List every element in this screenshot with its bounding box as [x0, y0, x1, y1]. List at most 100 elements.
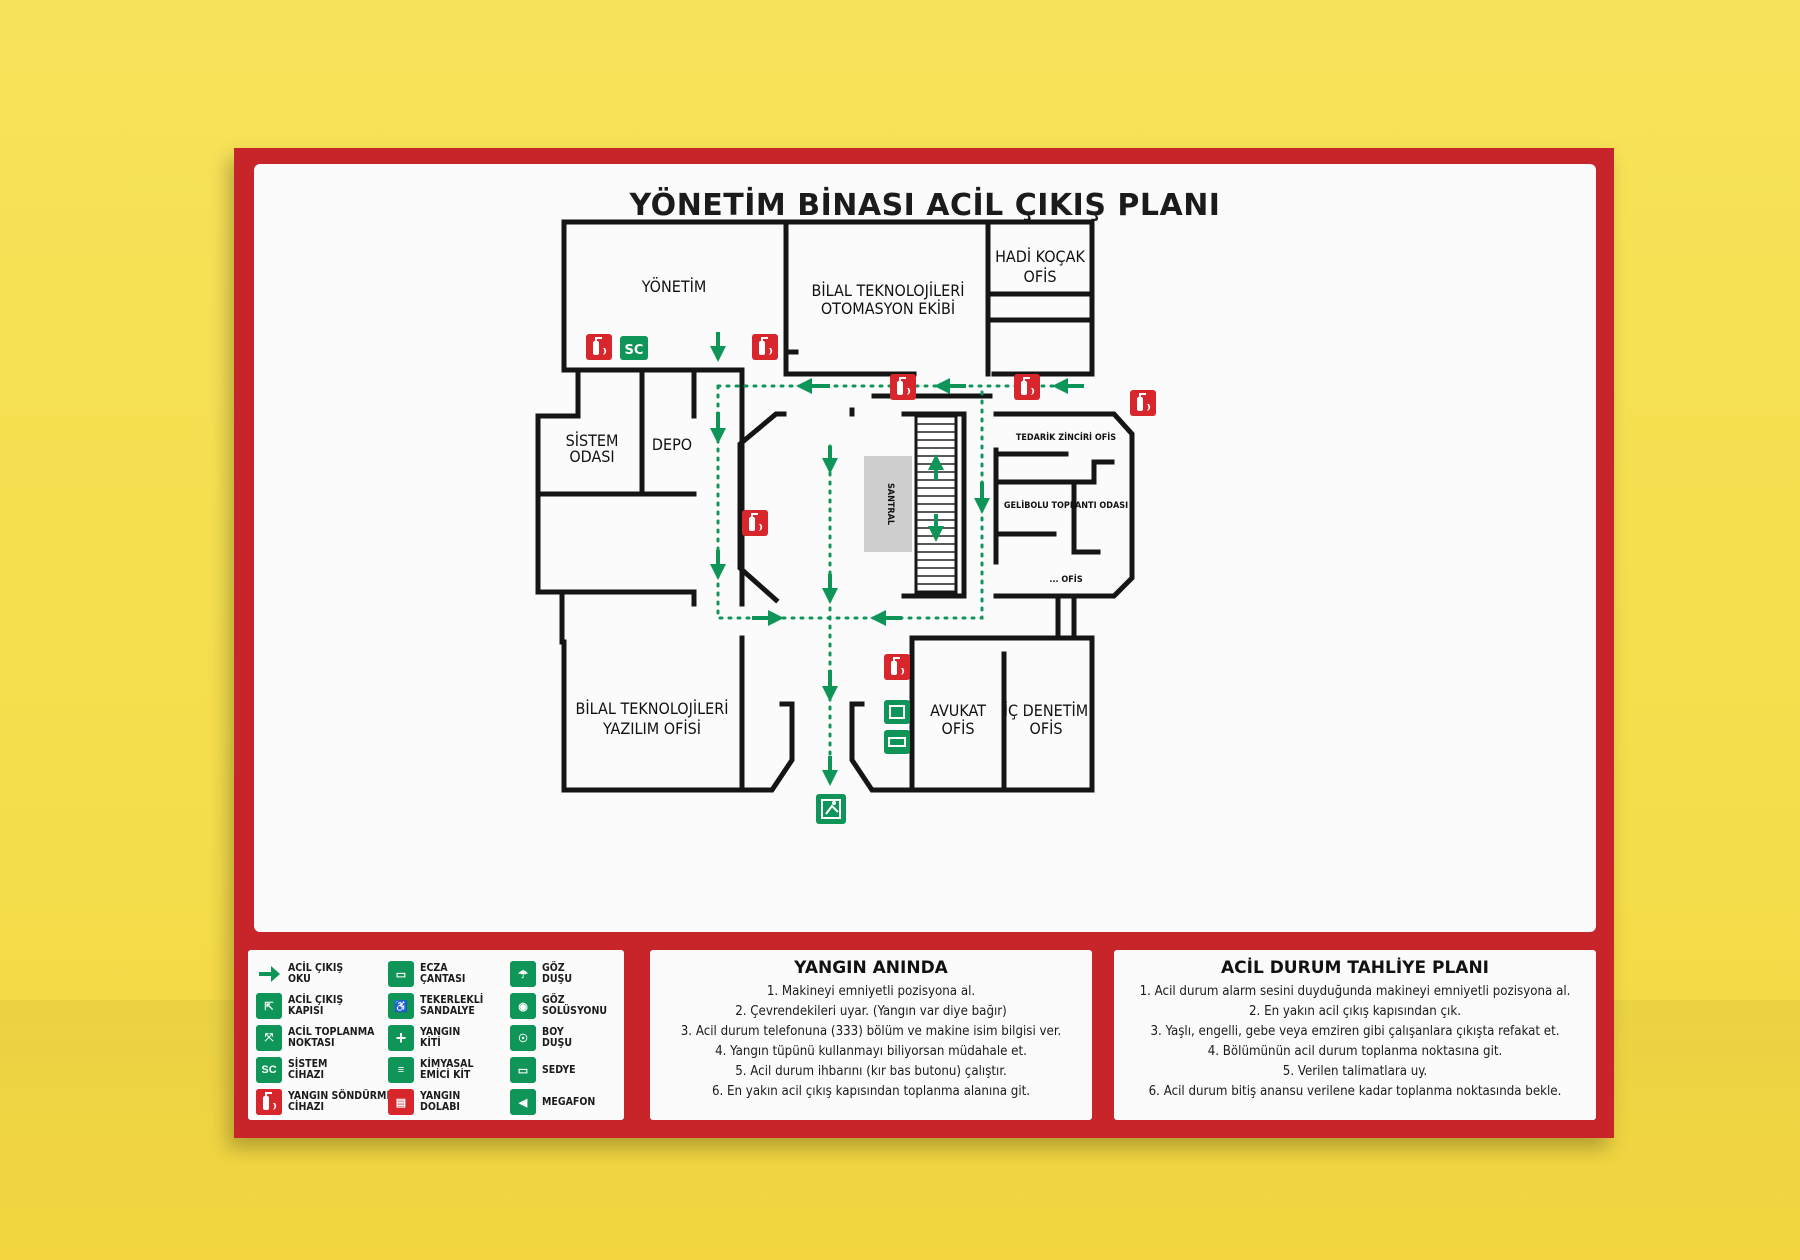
instruction-step: 1. Makineyi emniyetli pozisyona al.: [766, 984, 976, 999]
legend-column: ACİL ÇIKIŞ OKU ⇱ ACİL ÇIKIŞ KAPISI ⤧ ACİ…: [256, 958, 393, 1118]
legend-label: GÖZ SOLÜSYONU: [542, 994, 608, 1017]
megaphone-icon: ◀: [510, 1089, 536, 1115]
fire-cabinet-icon: ▤: [388, 1089, 414, 1115]
floor-plan: SANTRAL: [535, 219, 1157, 824]
fire-extinguisher-icon: [741, 509, 769, 537]
fire-steps-list: 1. Makineyi emniyetli pozisyona al. 2. Ç…: [650, 982, 1092, 1102]
legend-item: ◉ GÖZ SOLÜSYONU: [510, 990, 607, 1022]
fire-extinguisher-icon: [1013, 373, 1041, 401]
legend-label: SEDYE: [542, 1063, 576, 1076]
eye-shower-icon: ☂: [510, 961, 536, 987]
svg-text:SC: SC: [625, 343, 644, 358]
santral-label: SANTRAL: [885, 483, 895, 525]
legend-label: ACİL ÇIKIŞ OKU: [288, 962, 344, 985]
sc-system-icon: SC: [256, 1057, 282, 1083]
eye-wash-solution-icon: ◉: [510, 993, 536, 1019]
room-tedarik: TEDARİK ZİNCİRİ OFİS: [1016, 432, 1116, 443]
evacuation-route: [716, 384, 1084, 790]
room-depo: DEPO: [652, 435, 692, 454]
fire-extinguisher-icon: [751, 333, 779, 361]
room-icdenetim-line2: OFİS: [1030, 719, 1063, 738]
legend-label: BOY DUŞU: [542, 1026, 572, 1049]
fire-extinguisher-icon: [585, 333, 613, 361]
legend-label: KİMYASAL EMİCİ KİT: [420, 1058, 474, 1081]
legend-label: GÖZ DUŞU: [542, 962, 572, 985]
room-sistem-line2: ODASI: [569, 447, 614, 466]
legend-label: YANGIN SÖNDÜRME CİHAZI: [288, 1090, 393, 1113]
room-avukat-line2: OFİS: [942, 719, 975, 738]
santral-block: [864, 456, 912, 552]
stretcher-icon: [884, 730, 910, 754]
wheelchair-icon: ♿: [388, 993, 414, 1019]
instruction-step: 6. Acil durum bitiş anansu verilene kada…: [1148, 1084, 1562, 1099]
first-aid-bag-icon: [884, 700, 910, 724]
instruction-step: 5. Acil durum ihbarını (kır bas butonu) …: [735, 1064, 1007, 1079]
room-otomasyon-line1: BİLAL TEKNOLOJİLERİ: [812, 281, 965, 300]
arrow-right-icon: [256, 961, 282, 987]
room-yonetim: YÖNETİM: [641, 277, 707, 296]
fire-extinguisher-icon: [883, 653, 911, 681]
legend-label: ECZA ÇANTASI: [420, 962, 466, 985]
legend-item: ♿ TEKERLEKLİ SANDALYE: [388, 990, 483, 1022]
legend-label: TEKERLEKLİ SANDALYE: [420, 994, 484, 1017]
assembly-point-icon: ⤧: [256, 1025, 282, 1051]
legend-label: ACİL ÇIKIŞ KAPISI: [288, 994, 344, 1017]
legend-label: SİSTEM CİHAZI: [288, 1058, 328, 1081]
legend-item: YANGIN SÖNDÜRME CİHAZI: [256, 1086, 393, 1118]
legend-item: ⤧ ACİL TOPLANMA NOKTASI: [256, 1022, 393, 1054]
instruction-step: 3. Yaşlı, engelli, gebe veya emziren gib…: [1150, 1024, 1560, 1039]
legend-item: ☉ BOY DUŞU: [510, 1022, 607, 1054]
room-hadi-line1: HADİ KOÇAK: [995, 247, 1085, 266]
instruction-step: 5. Verilen talimatlara uy.: [1282, 1064, 1428, 1079]
stretcher-icon: ▭: [510, 1057, 536, 1083]
legend-label: YANGIN DOLABI: [420, 1090, 461, 1113]
plan-title: YÖNETİM BİNASI ACİL ÇIKIŞ PLANI: [629, 188, 1221, 223]
exit-arrows: [710, 332, 1084, 786]
body-shower-icon: ☉: [510, 1025, 536, 1051]
room-icdenetim-line1: İÇ DENETİM: [1004, 701, 1088, 720]
room-otomasyon-line2: OTOMASYON EKİBİ: [821, 299, 955, 318]
evac-steps-list: 1. Acil durum alarm sesini duyduğunda ma…: [1114, 982, 1596, 1102]
evacuation-plan-board: YÖNETİM BİNASI ACİL ÇIKIŞ PLANI: [234, 148, 1614, 1138]
floor-plan-panel: YÖNETİM BİNASI ACİL ÇIKIŞ PLANI: [254, 164, 1596, 932]
legend-item: ☂ GÖZ DUŞU: [510, 958, 607, 990]
legend-label: ACİL TOPLANMA NOKTASI: [288, 1026, 375, 1049]
fire-extinguisher-icon: [889, 373, 917, 401]
legend-label: YANGIN KİTİ: [420, 1026, 461, 1049]
room-sistem-line1: SİSTEM: [566, 431, 619, 450]
legend-item: ▤ YANGIN DOLABI: [388, 1086, 483, 1118]
legend-label: MEGAFON: [542, 1095, 596, 1108]
legend-panel: ACİL ÇIKIŞ OKU ⇱ ACİL ÇIKIŞ KAPISI ⤧ ACİ…: [248, 950, 624, 1120]
evacuation-instructions-panel: ACİL DURUM TAHLİYE PLANI 1. Acil durum a…: [1114, 950, 1596, 1120]
fire-extinguisher-icon: [256, 1089, 282, 1115]
emergency-exit-door-icon: ⇱: [256, 993, 282, 1019]
legend-item: SC SİSTEM CİHAZI: [256, 1054, 393, 1086]
fire-panel-title: YANGIN ANINDA: [794, 958, 948, 978]
room-gelibolu: GELİBOLU TOPLANTI ODASI: [1004, 500, 1128, 511]
legend-item: + YANGIN KİTİ: [388, 1022, 483, 1054]
instruction-step: 3. Acil durum telefonuna (333) bölüm ve …: [680, 1024, 1062, 1039]
legend-item: ▭ ECZA ÇANTASI: [388, 958, 483, 990]
chemical-spill-kit-icon: ≡: [388, 1057, 414, 1083]
legend-item: ACİL ÇIKIŞ OKU: [256, 958, 393, 990]
instruction-step: 4. Bölümünün acil durum toplanma noktası…: [1207, 1044, 1503, 1059]
room-avukat-line1: AVUKAT: [930, 701, 986, 720]
first-aid-bag-icon: ▭: [388, 961, 414, 987]
legend-item: ◀ MEGAFON: [510, 1086, 607, 1118]
staircase: [914, 414, 958, 594]
fire-instructions-panel: YANGIN ANINDA 1. Makineyi emniyetli pozi…: [650, 950, 1092, 1120]
room-ofis-small: ... OFİS: [1049, 574, 1082, 585]
legend-item: ▭ SEDYE: [510, 1054, 607, 1086]
legend-column: ☂ GÖZ DUŞU ◉ GÖZ SOLÜSYONU ☉ BOY DUŞU ▭ …: [510, 958, 607, 1118]
evac-panel-title: ACİL DURUM TAHLİYE PLANI: [1220, 958, 1489, 978]
instruction-step: 1. Acil durum alarm sesini duyduğunda ma…: [1139, 984, 1571, 999]
room-hadi-line2: OFİS: [1024, 267, 1057, 286]
first-aid-cross-icon: +: [388, 1025, 414, 1051]
room-yazilim-line1: BİLAL TEKNOLOJİLERİ: [576, 699, 729, 718]
sc-system-icon: SC: [620, 336, 648, 360]
emergency-exit-door-icon: [816, 794, 846, 824]
legend-item: ⇱ ACİL ÇIKIŞ KAPISI: [256, 990, 393, 1022]
instruction-step: 6. En yakın acil çıkış kapısından toplan…: [711, 1084, 1031, 1099]
instruction-step: 2. Çevrendekileri uyar. (Yangın var diye…: [735, 1004, 1007, 1019]
legend-item: ≡ KİMYASAL EMİCİ KİT: [388, 1054, 483, 1086]
